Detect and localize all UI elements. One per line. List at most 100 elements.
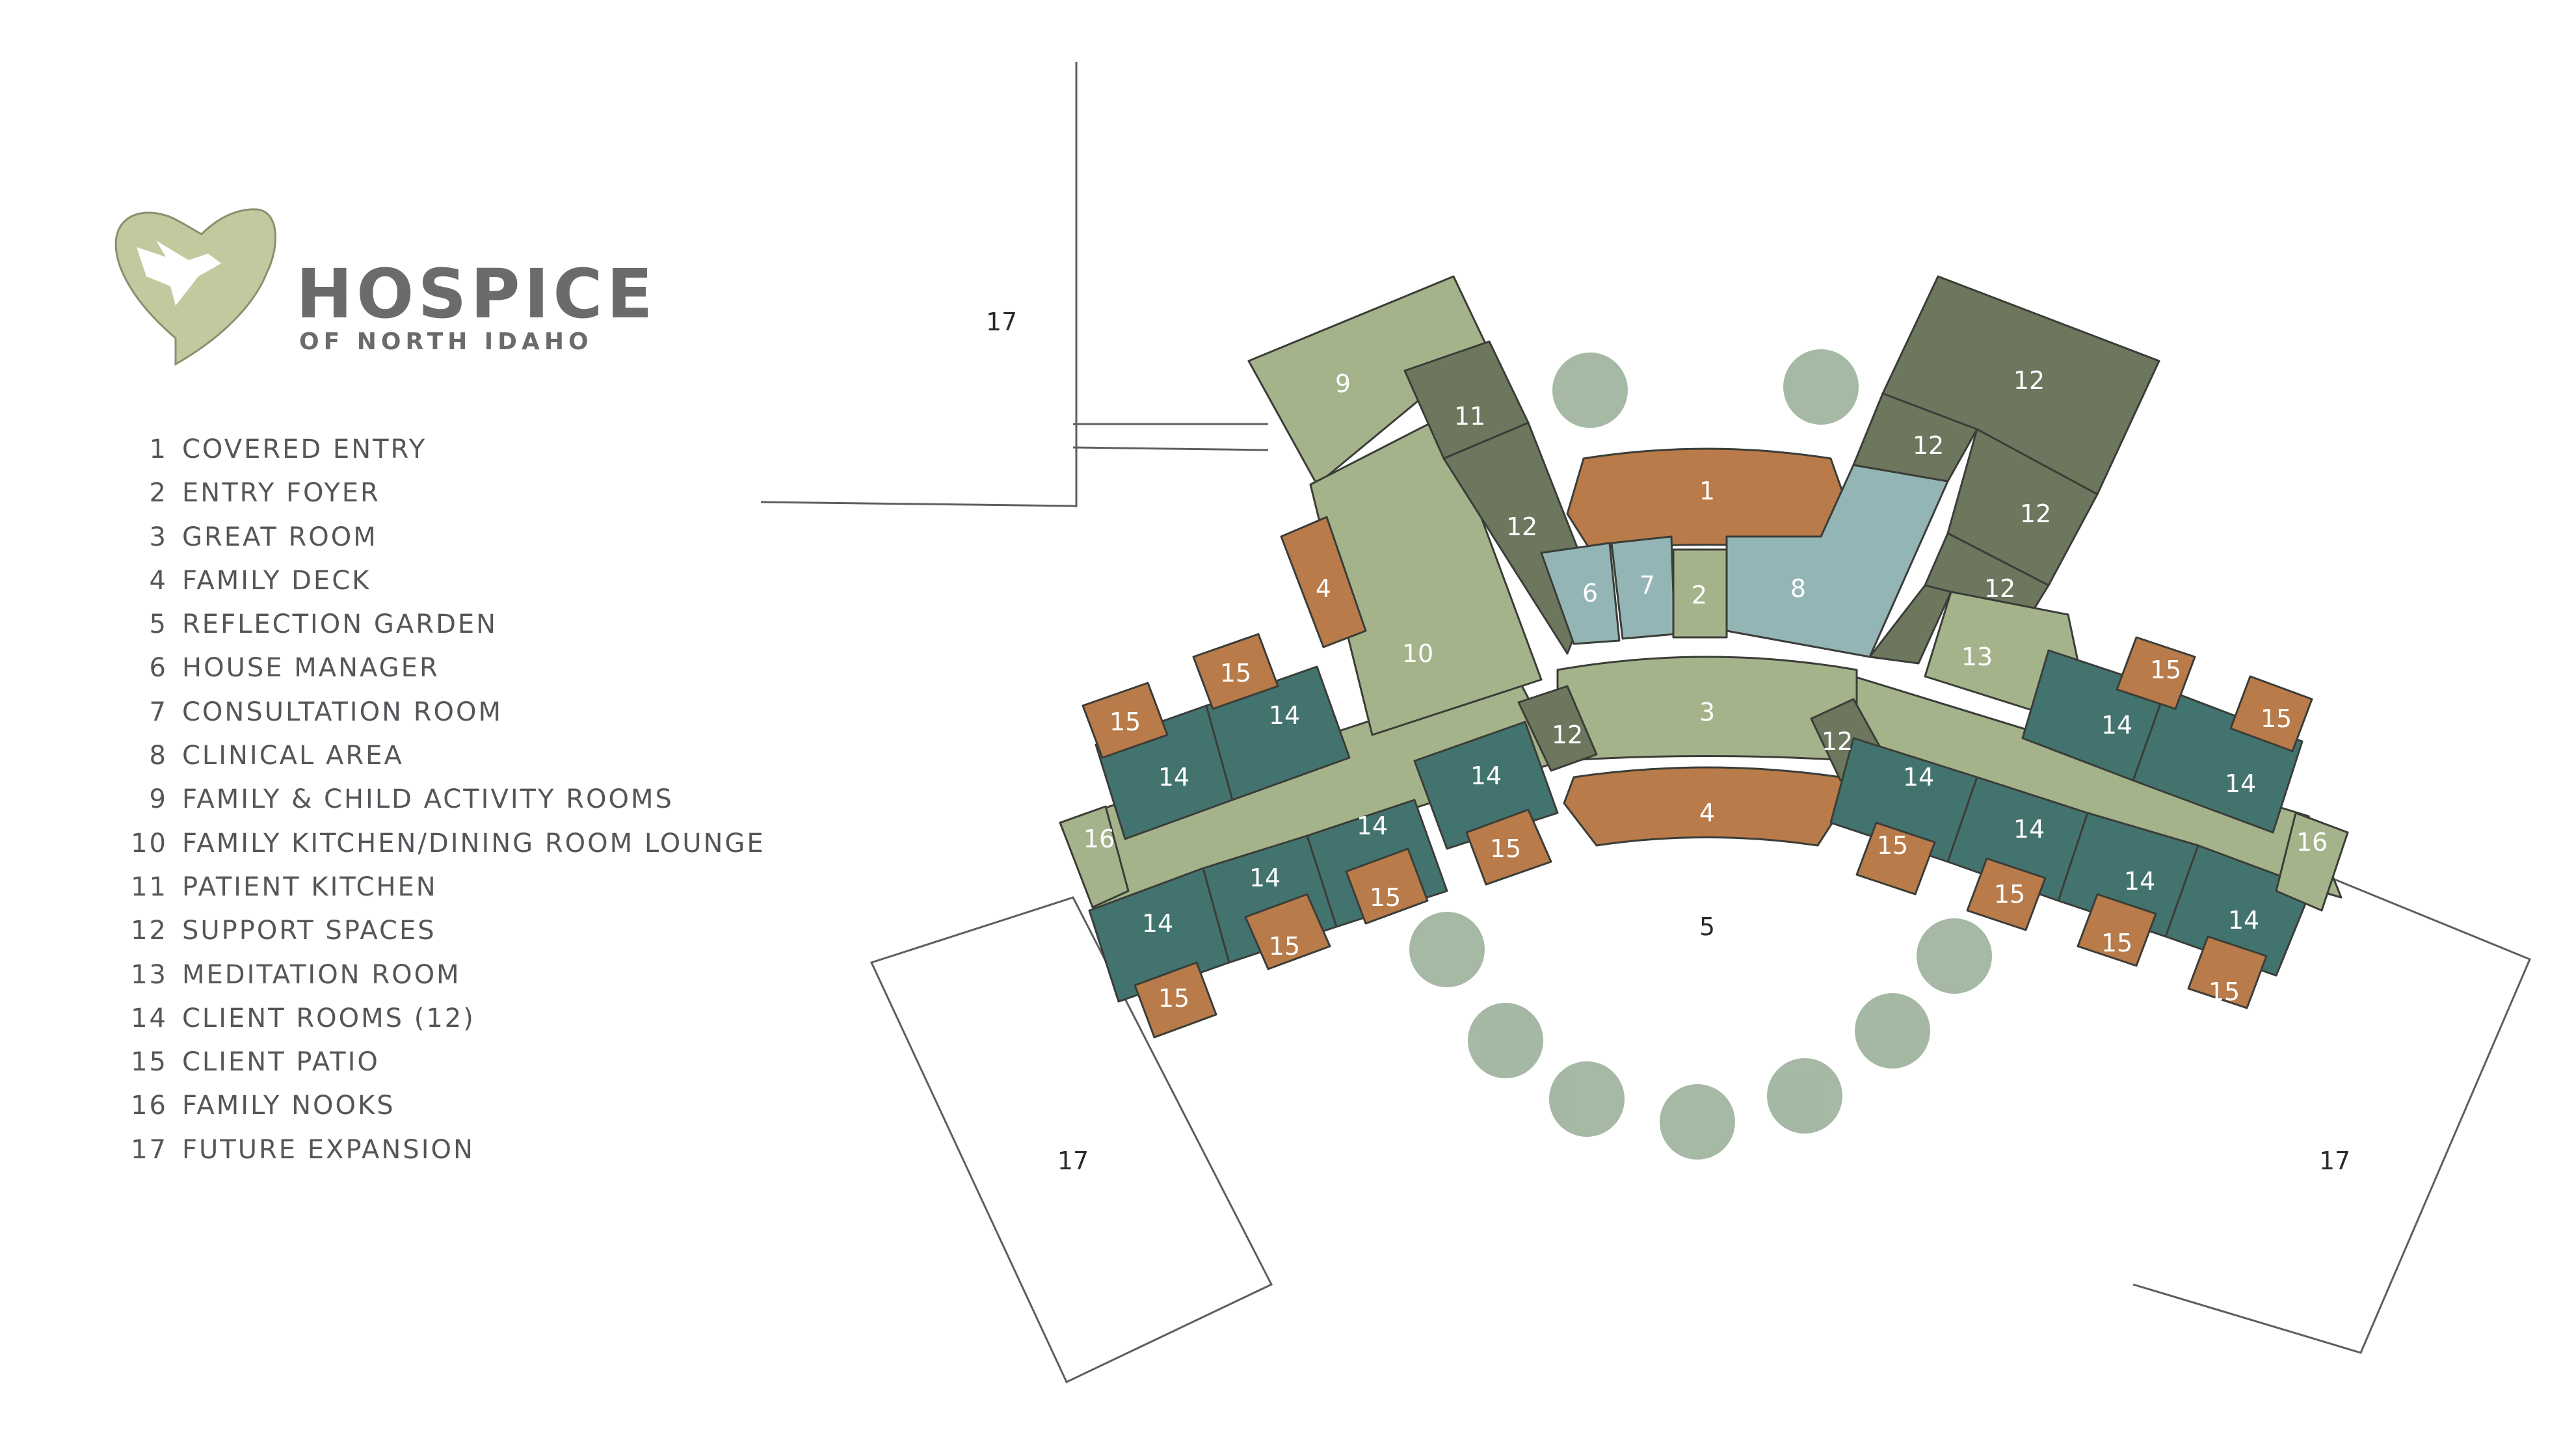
label-14e: 14 (1249, 864, 1281, 892)
legend-number: 17 (131, 1134, 168, 1165)
legend-number: 16 (131, 1091, 168, 1121)
label-15e: 15 (1269, 932, 1300, 961)
legend-label: FAMILY KITCHEN/DINING ROOM LOUNGE (182, 828, 765, 858)
label-1: 1 (1699, 477, 1715, 505)
legend-item: 14 CLIENT ROOMS (12) (124, 997, 765, 1041)
label-12e: 12 (2020, 499, 2051, 528)
label-5: 5 (1699, 912, 1715, 941)
legend-item: 11 PATIENT KITCHEN (124, 866, 765, 909)
label-15h: 15 (2261, 704, 2292, 733)
label-10: 10 (1402, 639, 1433, 668)
legend-number: 5 (149, 609, 168, 640)
label-15f: 15 (1158, 984, 1189, 1013)
legend-label: FAMILY NOOKS (182, 1091, 395, 1121)
label-14d: 14 (1357, 812, 1388, 840)
future-expansion-outlines (760, 62, 2531, 1384)
label-16b: 16 (2296, 828, 2328, 857)
label-14b: 14 (1158, 763, 1189, 791)
legend-item: 6 HOUSE MANAGER (124, 646, 765, 690)
label-15g: 15 (2150, 656, 2181, 684)
trees (1409, 349, 1992, 1160)
label-15d: 15 (1370, 883, 1401, 912)
legend-label: FAMILY DECK (182, 565, 371, 596)
label-4: 4 (1316, 574, 1331, 603)
label-14i: 14 (1903, 763, 1934, 791)
legend-number: 3 (149, 522, 168, 552)
family-kitchen-lounge (1309, 415, 1543, 736)
legend-item: 5 REFLECTION GARDEN (124, 603, 765, 646)
label-9: 9 (1335, 369, 1351, 398)
label-15l: 15 (2209, 977, 2240, 1006)
legend-label: MEDITATION ROOM (182, 959, 461, 990)
label-17c: 17 (2319, 1147, 2350, 1175)
label-12c: 12 (2013, 366, 2045, 395)
label-12b: 12 (1552, 721, 1583, 749)
label-17b: 17 (1057, 1147, 1089, 1175)
legend-label: CLIENT PATIO (182, 1047, 380, 1078)
heart-dove-icon (114, 208, 276, 366)
family-nook-right (2275, 812, 2349, 912)
legend-label: HOUSE MANAGER (182, 653, 440, 684)
support-space-left-core (1517, 685, 1598, 772)
label-2: 2 (1692, 581, 1707, 609)
label-11: 11 (1454, 402, 1485, 431)
support-space-right-a (1852, 392, 1978, 483)
legend-label: COVERED ENTRY (182, 434, 427, 464)
legend-number: 7 (149, 697, 168, 727)
label-8: 8 (1790, 574, 1806, 603)
label-14c: 14 (1470, 762, 1502, 790)
label-14a: 14 (1269, 701, 1300, 730)
label-15j: 15 (1994, 880, 2025, 909)
label-6: 6 (1582, 579, 1598, 607)
legend-label: SUPPORT SPACES (182, 916, 436, 946)
label-15b: 15 (1220, 659, 1251, 687)
label-4b: 4 (1699, 799, 1715, 827)
legend-number: 9 (149, 784, 168, 815)
legend-item: 16 FAMILY NOOKS (124, 1084, 765, 1128)
label-14j: 14 (2013, 815, 2045, 844)
logo-subtitle: OF NORTH IDAHO (299, 328, 593, 355)
logo-title: HOSPICE (296, 254, 657, 334)
legend-number: 14 (131, 1003, 168, 1033)
legend-item: 17 FUTURE EXPANSION (124, 1128, 765, 1172)
label-14l: 14 (2228, 906, 2259, 935)
legend-number: 1 (149, 434, 168, 464)
label-3: 3 (1699, 698, 1715, 726)
label-15k: 15 (2101, 929, 2132, 957)
legend-label: CLIENT ROOMS (12) (182, 1003, 475, 1033)
legend-label: FUTURE EXPANSION (182, 1134, 475, 1165)
legend-label: CONSULTATION ROOM (182, 697, 503, 727)
label-12g: 12 (1822, 727, 1853, 756)
legend-label: PATIENT KITCHEN (182, 871, 438, 902)
legend-number: 2 (149, 478, 168, 509)
legend-label: CLINICAL AREA (182, 741, 404, 771)
legend-label: ENTRY FOYER (182, 478, 380, 509)
legend-number: 6 (149, 653, 168, 684)
client-patios (1082, 633, 2313, 1039)
label-13: 13 (1961, 643, 1993, 671)
label-12f: 12 (1984, 574, 2015, 603)
label-15i: 15 (1877, 831, 1908, 860)
label-12a: 12 (1506, 512, 1537, 541)
label-17a: 17 (986, 308, 1017, 336)
label-15a: 15 (1109, 708, 1141, 736)
room-labels: 1 2 3 4 4 5 6 7 8 9 10 11 12 12 12 12 12… (986, 308, 2350, 1175)
house-manager-room (1540, 542, 1621, 645)
legend-item: 1 COVERED ENTRY (124, 428, 765, 472)
client-rooms-right (1829, 649, 2313, 977)
legend-label: GREAT ROOM (182, 522, 378, 552)
legend-number: 11 (131, 871, 168, 902)
legend-item: 3 GREAT ROOM (124, 516, 765, 559)
legend-label: REFLECTION GARDEN (182, 609, 498, 640)
label-16a: 16 (1083, 825, 1115, 853)
label-14k: 14 (2124, 867, 2155, 896)
support-space-right-d (1868, 584, 1952, 665)
